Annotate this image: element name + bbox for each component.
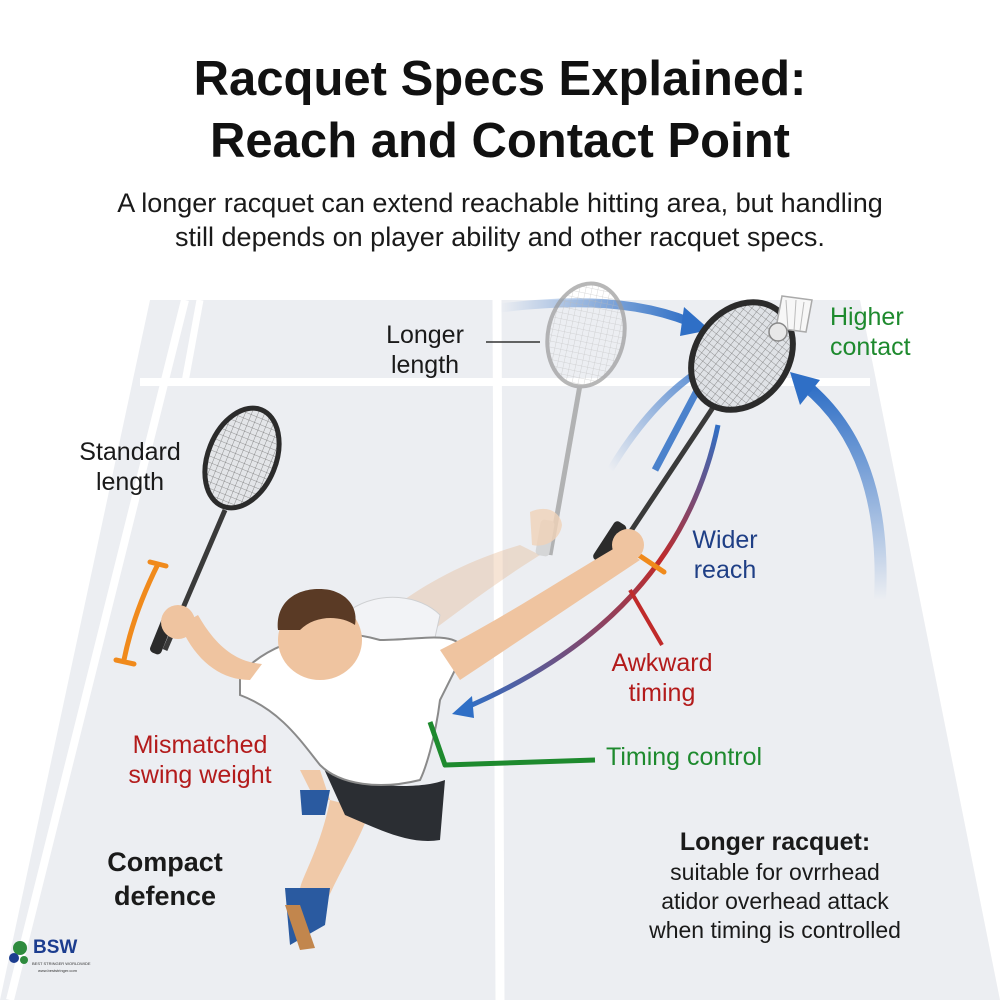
label-higher-contact: Higher contact bbox=[830, 303, 911, 361]
motion-arc bbox=[651, 383, 704, 472]
longer-racquet-heading: Longer racquet: bbox=[679, 828, 871, 856]
racquet-icon bbox=[593, 299, 796, 564]
arrow-icon bbox=[452, 696, 474, 718]
longer-racquet-line-1: suitable for ovrrhead bbox=[670, 859, 880, 885]
label-longer-length: Longer length bbox=[386, 321, 464, 379]
shuttlecock-icon bbox=[768, 295, 813, 342]
label-wider-reach: Wider reach bbox=[692, 526, 758, 584]
awkward-leader bbox=[628, 588, 664, 647]
logo-text: BSW bbox=[33, 937, 78, 958]
label-mismatched-swing-weight: Mismatched swing weight bbox=[128, 731, 272, 789]
subtitle-line-1: A longer racquet can extend reachable hi… bbox=[117, 188, 883, 218]
longer-racquet-line-3: when timing is controlled bbox=[649, 917, 901, 943]
brand-logo: BSW BEST STRINGER WORLDWIDE www.beststri… bbox=[8, 935, 92, 991]
ghost-hand bbox=[530, 508, 562, 546]
longer-racquet-note: Longer racquet: suitable for ovrrhead at… bbox=[600, 826, 950, 945]
label-timing-control: Timing control bbox=[606, 743, 763, 771]
title-line-1: Racquet Specs Explained: bbox=[193, 52, 807, 106]
player bbox=[161, 529, 644, 950]
label-standard-length: Standard length bbox=[79, 438, 181, 496]
racquet-icon bbox=[150, 405, 282, 655]
swing-weight-bracket bbox=[113, 559, 169, 667]
subtitle-line-2: still depends on player ability and othe… bbox=[175, 222, 825, 252]
page-title: Racquet Specs Explained: Reach and Conta… bbox=[0, 48, 1000, 172]
logo-tagline: BEST STRINGER WORLDWIDE bbox=[32, 961, 91, 966]
longer-racquet-line-2: atidor overhead attack bbox=[661, 888, 889, 914]
arrow-icon bbox=[790, 372, 820, 405]
logo-url: www.beststringer.com bbox=[38, 968, 77, 973]
page-subtitle: A longer racquet can extend reachable hi… bbox=[0, 186, 1000, 254]
timing-control-bracket bbox=[427, 721, 596, 768]
label-compact-defence: Compact defence bbox=[107, 847, 223, 911]
label-awkward-timing: Awkward timing bbox=[611, 649, 713, 707]
right-arc-arrow bbox=[801, 380, 887, 601]
logo-icon bbox=[9, 941, 28, 964]
court-line bbox=[6, 299, 189, 1000]
court-line bbox=[181, 299, 204, 383]
title-line-2: Reach and Contact Point bbox=[210, 114, 790, 168]
